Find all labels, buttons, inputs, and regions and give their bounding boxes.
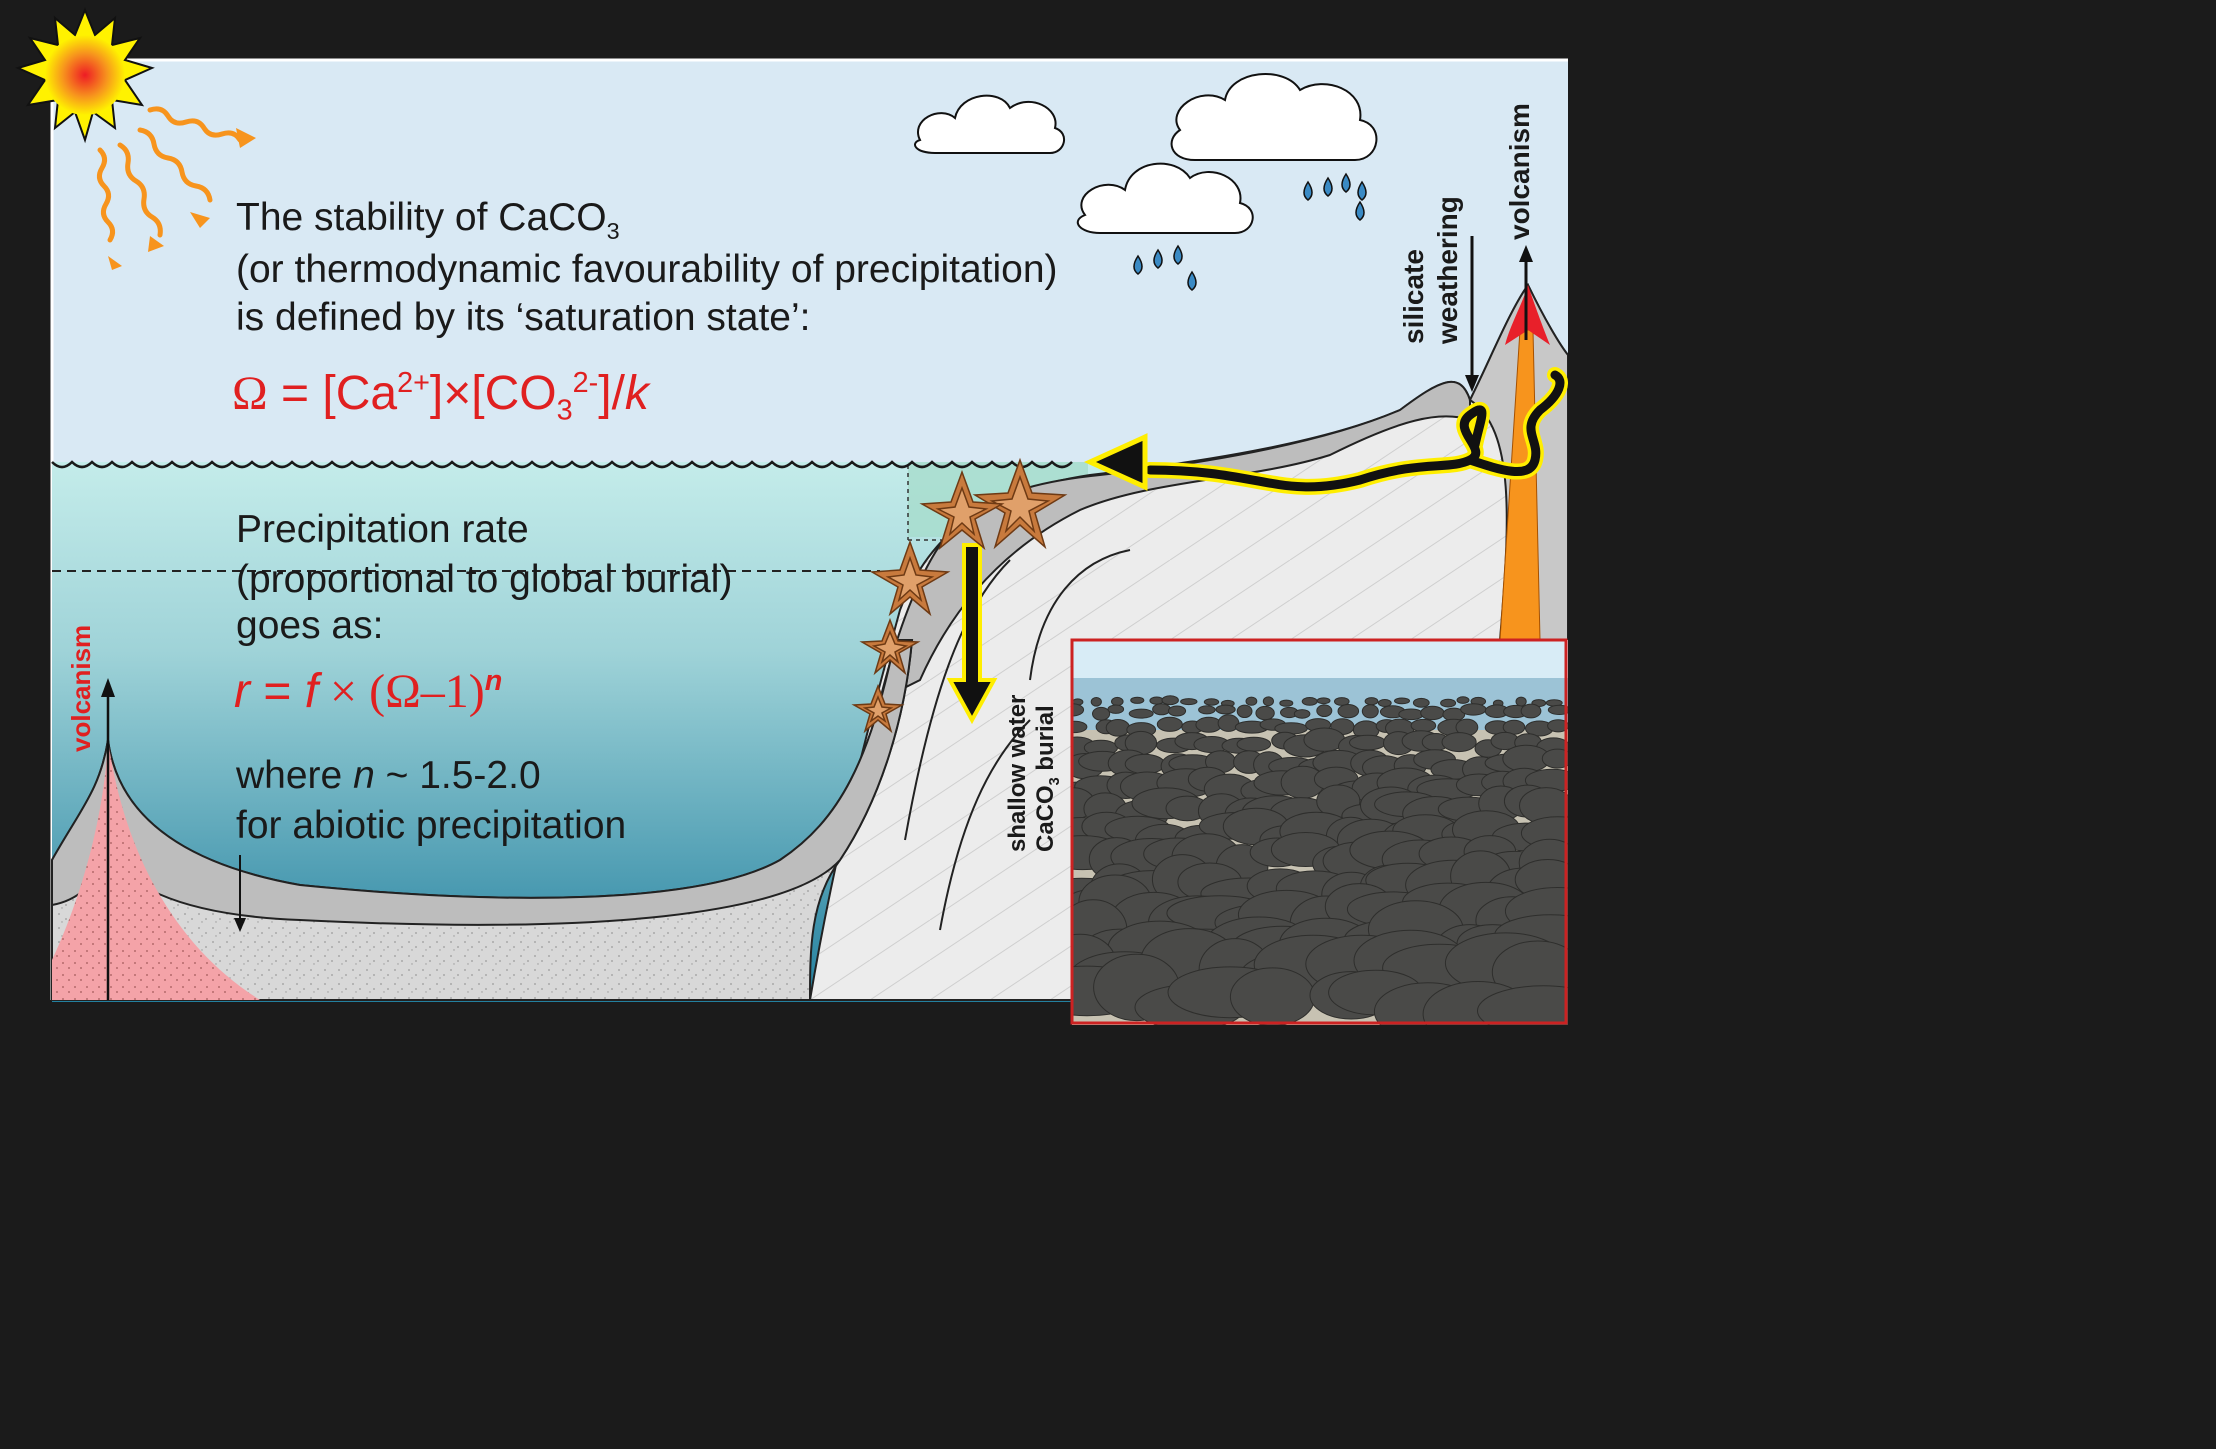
stromatolite-mound [1547,719,1568,733]
stromatolite-mound [1111,696,1124,707]
precip-line1: Precipitation rate [236,508,529,551]
stromatolite-mound [1293,709,1311,719]
stromatolite-mound [1128,708,1154,719]
stromatolite-mound [1203,698,1220,706]
weathering-label: weathering [1432,196,1463,344]
raindrop-icon [1133,172,1367,291]
photo-stromatolites [1072,640,1568,1025]
stromatolite-mound [1477,985,1568,1025]
stromatolite-mound [1152,703,1171,716]
volcanism-label-left: volcanism [66,624,96,752]
stromatolite-mound [1092,706,1111,721]
stability-line1: The stability of CaCO3 [236,196,620,244]
stromatolite-mound [1547,704,1568,715]
stromatolite-mound [1520,703,1542,719]
stromatolite-mound [1410,718,1437,733]
saturation-equation: Ω = [Ca2+]×[CO32-]/k [232,367,649,427]
river-arrowhead [1083,433,1148,491]
stromatolite-mound [1398,708,1424,721]
stability-line3: is defined by its ‘saturation state’: [236,296,811,339]
stromatolite-mound [1316,697,1331,705]
stromatolite-mound [1364,697,1379,706]
diagram-svg [15,7,1568,1025]
stromatolite-mound [1124,753,1166,775]
stromatolite-mound [1515,696,1527,707]
stromatolite-mound [1180,698,1198,706]
stromatolite-mound [1149,696,1164,705]
stromatolite-mound [1107,704,1125,714]
stromatolite-mound [1198,705,1216,715]
rate-equation: r = f × (Ω–1)n [234,665,503,718]
stromatolite-mound [1161,695,1179,706]
sun-rays [96,106,243,243]
stromatolite-mound [1441,732,1477,753]
stromatolite-mound [1255,705,1275,721]
stromatolite-mound [1229,967,1316,1025]
precip-line3: goes as: [236,604,384,647]
cloud-icon [914,73,1378,234]
stromatolite-mound [1072,720,1088,734]
stromatolite-mound [1245,696,1258,706]
stromatolite-mound [1167,705,1187,717]
stromatolite-mound [1361,704,1379,719]
stromatolite-mound [1456,696,1470,704]
stromatolite-mound [1412,697,1430,708]
stromatolite-mound [1349,734,1387,751]
burial-arrow [946,543,998,725]
stromatolite-mound [1420,705,1445,721]
stromatolite-mound [1105,719,1131,737]
ridge-plume [52,740,260,1000]
stromatolite-mound [1262,696,1275,707]
aragonite-crystal-icon [851,457,1068,734]
stromatolite-mound [1090,697,1102,707]
stromatolite-mound [1236,736,1272,752]
stromatolite-mound [1394,697,1410,705]
shallow-water-label: shallow water [1004,694,1031,852]
stromatolite-mound [1377,699,1392,707]
burial-label: CaCO3 burial [1032,705,1063,852]
precip-line2: (proportional to global burial) [236,558,733,601]
stromatolite-mound [1215,704,1236,715]
stromatolite-mound [1316,704,1333,718]
stromatolite-mound [1301,697,1318,706]
exponent-note-line1: where n ~ 1.5-2.0 [236,754,541,797]
exponent-note-line2: for abiotic precipitation [236,804,627,847]
stromatolite-mound [1156,716,1183,732]
stability-line2: (or thermodynamic favourability of preci… [236,248,1058,291]
stromatolite-mound [1334,697,1350,706]
stromatolite-mound [1440,698,1457,708]
stromatolite-mound [1541,748,1568,769]
silicate-label: silicate [1398,249,1429,344]
stromatolite-mound [1130,696,1145,704]
volcanism-label-right: volcanism [1504,103,1535,240]
stromatolite-mound [1337,704,1360,719]
sun-icon [15,7,155,144]
stromatolite-mound [1460,703,1487,716]
stromatolite-mound [1279,699,1294,707]
diagram-canvas: The stability of CaCO3 (or thermodynamic… [15,7,1568,1025]
sea-surface [51,460,1073,469]
stromatolite-mound [1236,704,1253,718]
